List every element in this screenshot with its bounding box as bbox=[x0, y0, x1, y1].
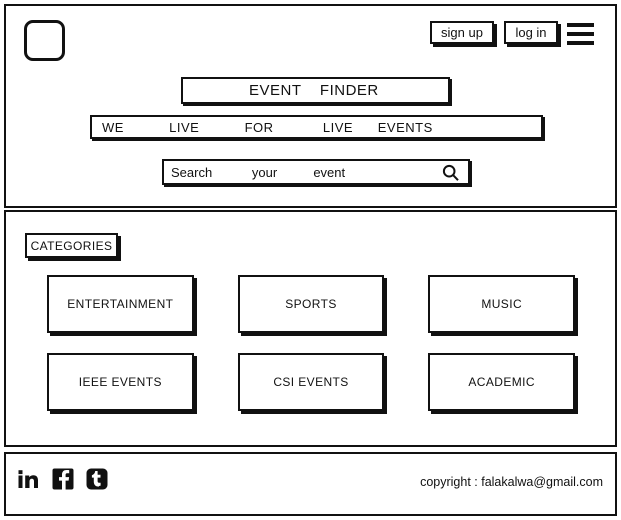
hamburger-bar bbox=[567, 23, 594, 27]
category-row: ENTERTAINMENT SPORTS MUSIC bbox=[47, 275, 576, 333]
category-row: IEEE EVENTS CSI EVENTS ACADEMIC bbox=[47, 353, 576, 411]
tagline-bar: WE LIVE FOR LIVE EVENTS bbox=[90, 115, 543, 139]
sign-up-label: sign up bbox=[441, 25, 483, 40]
log-in-label: log in bbox=[515, 25, 547, 40]
tagline-text: WE LIVE FOR LIVE EVENTS bbox=[102, 119, 433, 135]
search-bar[interactable] bbox=[162, 159, 470, 185]
category-card-music[interactable]: MUSIC bbox=[428, 275, 576, 333]
hamburger-bar bbox=[567, 32, 594, 36]
category-card-ieee-events[interactable]: IEEE EVENTS bbox=[47, 353, 194, 411]
category-card-label: IEEE EVENTS bbox=[78, 375, 162, 389]
social-links bbox=[17, 467, 109, 491]
linkedin-icon[interactable] bbox=[17, 467, 41, 491]
category-card-label: CSI EVENTS bbox=[273, 375, 349, 389]
header-panel: sign up log in EVENT FINDER WE LIVE FOR … bbox=[4, 4, 617, 208]
log-in-button[interactable]: log in bbox=[504, 21, 558, 44]
hamburger-bar bbox=[567, 41, 594, 45]
hamburger-menu-icon[interactable] bbox=[567, 23, 594, 45]
categories-label-text: CATEGORIES bbox=[30, 238, 113, 253]
category-grid: ENTERTAINMENT SPORTS MUSIC IEEE EVENTS C… bbox=[47, 275, 576, 430]
facebook-icon[interactable] bbox=[51, 467, 75, 491]
category-card-csi-events[interactable]: CSI EVENTS bbox=[237, 353, 385, 411]
copyright-text: copyright : falakalwa@gmail.com bbox=[420, 475, 603, 489]
sign-up-button[interactable]: sign up bbox=[430, 21, 494, 44]
category-card-academic[interactable]: ACADEMIC bbox=[428, 353, 576, 411]
tumblr-icon[interactable] bbox=[85, 467, 109, 491]
search-icon[interactable] bbox=[435, 164, 465, 181]
category-card-label: ACADEMIC bbox=[468, 375, 535, 389]
site-title-bar: EVENT FINDER bbox=[181, 77, 450, 104]
page-title: EVENT FINDER bbox=[249, 82, 379, 99]
category-card-label: ENTERTAINMENT bbox=[67, 297, 174, 311]
logo-placeholder[interactable] bbox=[24, 20, 65, 61]
search-input[interactable] bbox=[164, 163, 435, 181]
categories-section-label: CATEGORIES bbox=[25, 233, 118, 258]
category-card-entertainment[interactable]: ENTERTAINMENT bbox=[47, 275, 194, 333]
category-card-sports[interactable]: SPORTS bbox=[237, 275, 385, 333]
category-card-label: MUSIC bbox=[481, 297, 523, 311]
category-card-label: SPORTS bbox=[285, 297, 337, 311]
